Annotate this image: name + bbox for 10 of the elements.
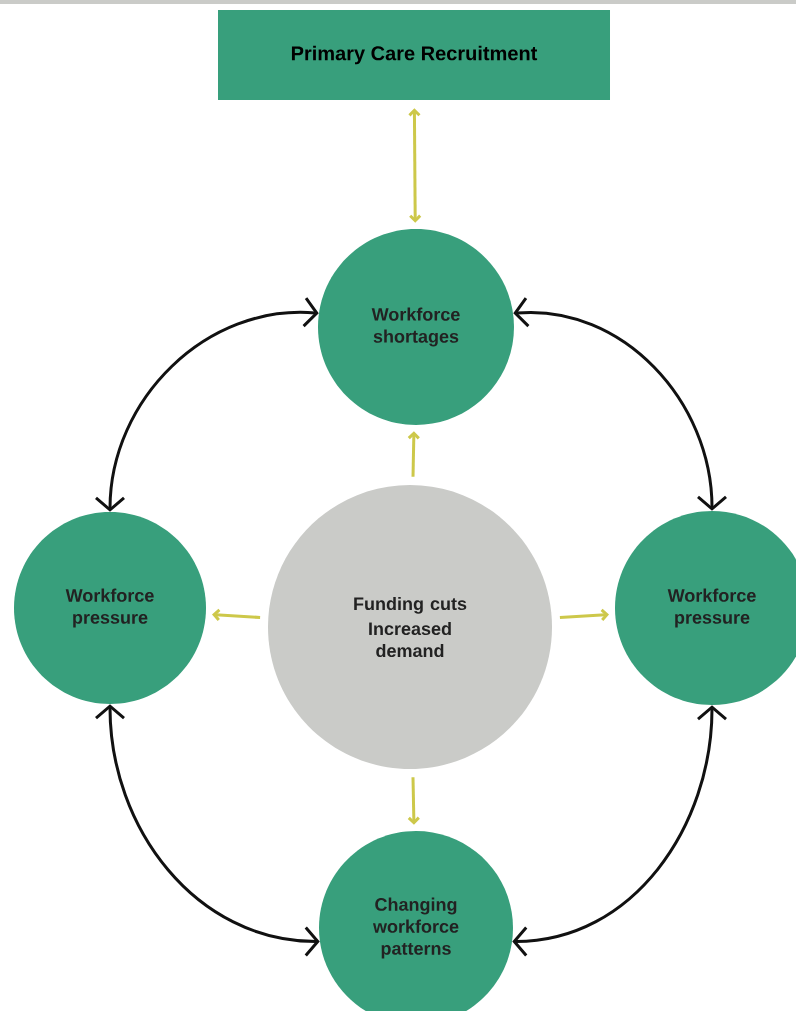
cycle-arrow bbox=[512, 705, 727, 957]
arrow bbox=[407, 431, 420, 477]
title-box: Primary Care Recruitment bbox=[218, 10, 610, 100]
cycle-arrow bbox=[95, 297, 319, 512]
arrow bbox=[212, 608, 261, 621]
cycle-arrow bbox=[513, 297, 727, 511]
cycle-arrow bbox=[95, 704, 320, 957]
arrow bbox=[407, 777, 420, 825]
arrow bbox=[559, 608, 609, 621]
arrow bbox=[408, 108, 422, 223]
